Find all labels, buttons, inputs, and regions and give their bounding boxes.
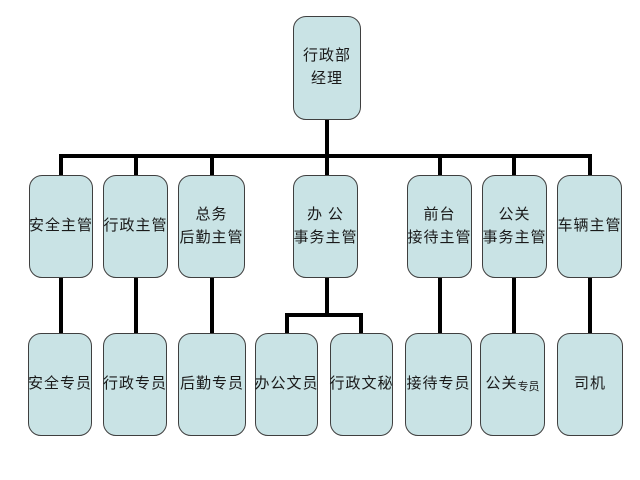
org-node-admin-secretary: 行政文秘 — [330, 333, 393, 436]
node-label-line: 行政部 — [302, 48, 351, 64]
org-node-logistics-specialist: 后勤专员 — [178, 333, 246, 436]
node-label-line: 行政主管 — [103, 218, 168, 234]
node-label-line: 公关 — [498, 206, 531, 223]
org-node-admin-supervisor: 行政主管 — [103, 175, 168, 278]
node-label-line: 办公文员 — [254, 376, 319, 392]
org-node-driver: 司机 — [557, 333, 623, 436]
node-label-line: 安全专员 — [28, 376, 93, 392]
node-label-line: 后勤专员 — [179, 376, 244, 392]
node-label-line: 事务主管 — [293, 229, 358, 246]
connector-office-branch-bar — [285, 313, 363, 317]
org-node-safety-specialist: 安全专员 — [28, 333, 92, 436]
pr-specialist-sub-text: 专员 — [517, 380, 540, 393]
org-node-admin-dept-manager: 行政部 经理 — [293, 16, 361, 120]
connector-reception-to-spec — [438, 278, 442, 333]
node-label-line: 接待专员 — [406, 376, 471, 392]
connector-drop-logistics — [210, 154, 214, 175]
connector-root-vertical — [325, 120, 329, 175]
org-node-reception-specialist: 接待专员 — [405, 333, 472, 436]
node-label-line: 公关专员 — [485, 373, 539, 397]
org-node-vehicle-supervisor: 车辆主管 — [557, 175, 622, 278]
node-label-line: 车辆主管 — [557, 218, 622, 234]
pr-specialist-main-text: 公关 — [485, 375, 518, 392]
node-label-line: 行政专员 — [103, 376, 168, 392]
org-node-pr-specialist: 公关专员 — [480, 333, 545, 436]
org-node-office-affairs-supervisor: 办 公 事务主管 — [293, 175, 358, 278]
connector-drop-safety — [59, 154, 63, 175]
node-label-line: 安全主管 — [29, 218, 94, 234]
connector-drop-reception — [438, 154, 442, 175]
connector-office-drop-clerk — [285, 313, 289, 333]
connector-drop-admin — [134, 154, 138, 175]
connector-drop-pr — [512, 154, 516, 175]
connector-logistics-to-spec — [210, 278, 214, 333]
connector-office-vertical — [325, 278, 329, 317]
org-node-office-clerk: 办公文员 — [255, 333, 318, 436]
node-label-line: 总务 — [195, 206, 228, 223]
node-label-line: 司机 — [573, 376, 606, 392]
org-node-general-logistics-supervisor: 总务 后勤主管 — [178, 175, 245, 278]
node-label-line: 行政文秘 — [329, 376, 394, 392]
connector-bus-horizontal — [59, 154, 592, 158]
node-label-line: 经理 — [310, 71, 343, 87]
org-node-safety-supervisor: 安全主管 — [29, 175, 93, 278]
connector-office-drop-secretary — [359, 313, 363, 333]
org-node-admin-specialist: 行政专员 — [103, 333, 167, 436]
connector-pr-to-spec — [512, 278, 516, 333]
org-node-pr-affairs-supervisor: 公关 事务主管 — [482, 175, 547, 278]
node-label-line: 后勤主管 — [179, 229, 244, 246]
node-label-line: 事务主管 — [482, 229, 547, 246]
node-label-line: 前台 — [423, 206, 456, 223]
connector-safety-to-spec — [59, 278, 63, 333]
connector-admin-to-spec — [134, 278, 138, 333]
node-label-line: 办 公 — [307, 206, 344, 223]
node-label-line: 接待主管 — [407, 229, 472, 246]
connector-vehicle-to-driver — [588, 278, 592, 333]
connector-drop-vehicle — [588, 154, 592, 175]
org-node-front-desk-reception-supervisor: 前台 接待主管 — [407, 175, 472, 278]
